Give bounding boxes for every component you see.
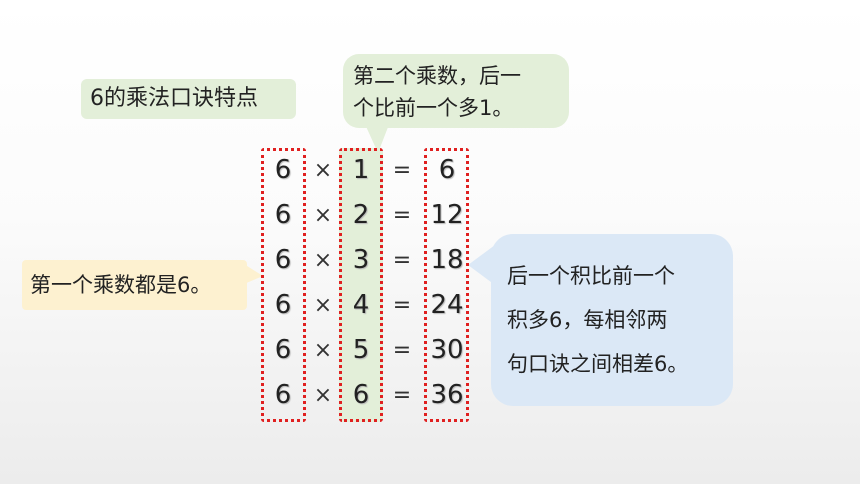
row-4-times-sign: ×	[313, 293, 333, 318]
row-5-product: 30	[430, 335, 464, 365]
note-product-line-1: 后一个积比前一个	[507, 264, 675, 288]
row-3-equals-sign: =	[392, 248, 412, 273]
green-bubble-tail	[364, 122, 390, 153]
row-6-equals-sign: =	[392, 383, 412, 408]
first-multiplier-column-highlight	[261, 148, 306, 422]
row-3-product: 18	[430, 245, 464, 275]
row-4-product: 24	[430, 290, 464, 320]
blue-bubble-tail	[468, 245, 495, 285]
row-1-product: 6	[438, 155, 456, 185]
note-product: 后一个积比前一个 积多6，每相邻两 句口诀之间相差6。	[491, 234, 733, 406]
row-5-first-multiplier: 6	[274, 335, 292, 365]
yellow-bubble-tail	[244, 264, 263, 284]
row-4-second-multiplier: 4	[352, 290, 370, 320]
row-5-times-sign: ×	[313, 338, 333, 363]
row-2-second-multiplier: 2	[352, 200, 370, 230]
row-2-product: 12	[430, 200, 464, 230]
row-5-equals-sign: =	[392, 338, 412, 363]
note-second-multiplier-line-2: 个比前一个多1。	[353, 96, 514, 120]
row-3-first-multiplier: 6	[274, 245, 292, 275]
row-6-times-sign: ×	[313, 383, 333, 408]
row-2-first-multiplier: 6	[274, 200, 292, 230]
product-column-highlight	[424, 148, 469, 422]
row-4-equals-sign: =	[392, 293, 412, 318]
note-second-multiplier: 第二个乘数，后一 个比前一个多1。	[343, 54, 569, 128]
row-6-product: 36	[430, 380, 464, 410]
row-5-second-multiplier: 5	[352, 335, 370, 365]
note-product-line-3: 句口诀之间相差6。	[507, 352, 689, 376]
row-6-second-multiplier: 6	[352, 380, 370, 410]
note-second-multiplier-line-1: 第二个乘数，后一	[353, 64, 521, 88]
row-3-second-multiplier: 3	[352, 245, 370, 275]
row-1-first-multiplier: 6	[274, 155, 292, 185]
page-title: 6的乘法口诀特点	[81, 79, 296, 119]
row-1-second-multiplier: 1	[352, 155, 370, 185]
note-first-multiplier: 第一个乘数都是6。	[22, 260, 247, 310]
page-title-text: 6的乘法口诀特点	[90, 86, 258, 111]
row-3-times-sign: ×	[313, 248, 333, 273]
row-6-first-multiplier: 6	[274, 380, 292, 410]
row-1-equals-sign: =	[392, 158, 412, 183]
row-1-times-sign: ×	[313, 158, 333, 183]
second-multiplier-column-highlight	[339, 148, 383, 422]
note-product-line-2: 积多6，每相邻两	[507, 308, 668, 332]
note-first-multiplier-text: 第一个乘数都是6。	[30, 273, 212, 297]
row-2-equals-sign: =	[392, 203, 412, 228]
row-4-first-multiplier: 6	[274, 290, 292, 320]
row-2-times-sign: ×	[313, 203, 333, 228]
